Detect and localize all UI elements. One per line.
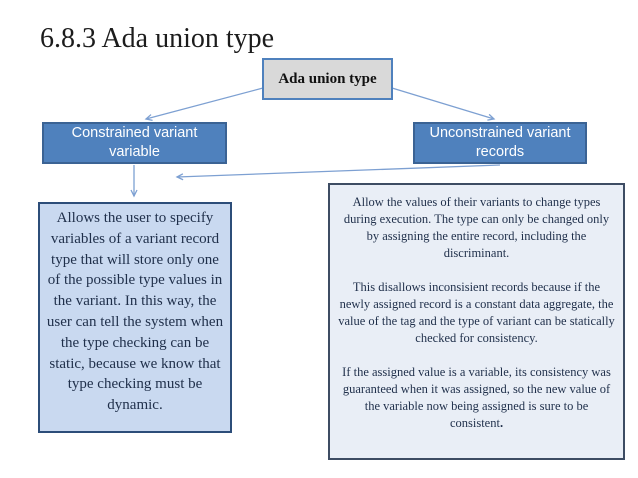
node-ada-union-type: Ada union type [262, 58, 393, 100]
node-ada-union-type-label: Ada union type [278, 70, 377, 87]
note-unconstrained-paragraph-2: This disallows inconsisient records beca… [338, 280, 615, 345]
note-constrained-text: Allows the user to specify variables of … [46, 210, 224, 414]
note-unconstrained-paragraph-3-text: If the assigned value is a variable, its… [342, 365, 611, 430]
connector-right-to-note [175, 164, 501, 181]
note-unconstrained-paragraph-1: Allow the values of their variants to ch… [343, 195, 610, 260]
node-constrained-variant-variable: Constrained variant variable [42, 122, 227, 164]
connector-root-to-left [144, 87, 264, 121]
note-constrained-description: Allows the user to specify variables of … [38, 202, 232, 433]
node-unconstrained-variant-records: Unconstrained variant records [413, 122, 587, 164]
connector-root-to-right [391, 87, 496, 121]
note-unconstrained-final-period: . [499, 416, 504, 430]
node-constrained-label: Constrained variant variable [71, 125, 198, 160]
note-unconstrained-paragraph-3: If the assigned value is a variable, its… [337, 364, 616, 432]
node-unconstrained-label: Unconstrained variant records [429, 125, 571, 160]
note-unconstrained-description: Allow the values of their variants to ch… [328, 183, 625, 460]
slide-title: 6.8.3 Ada union type [40, 23, 275, 54]
